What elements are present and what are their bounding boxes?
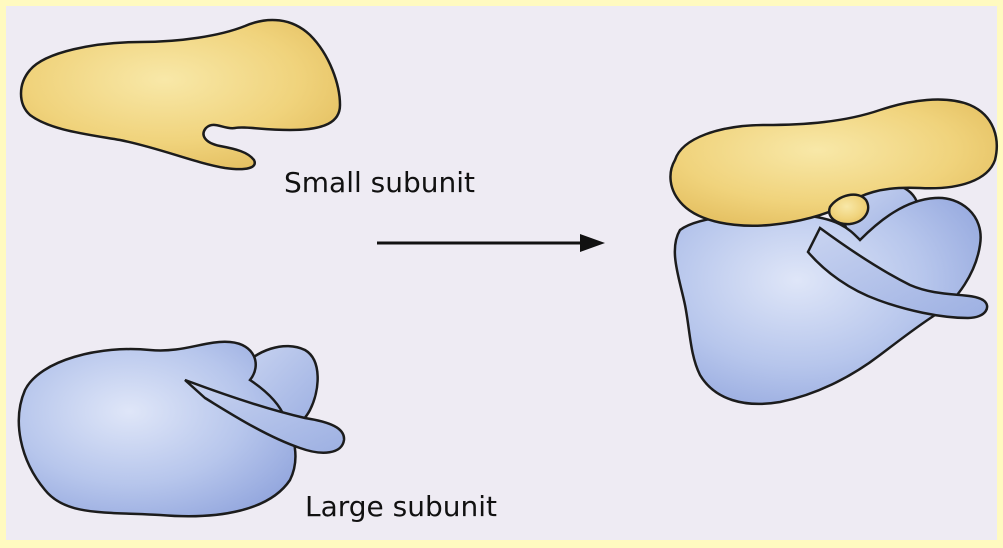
small-subunit-shape [19, 18, 342, 171]
assembled-small-lobe [827, 193, 870, 226]
large-subunit-arm [184, 378, 346, 454]
assembled-small-subunit [669, 98, 998, 227]
large-subunit-body [17, 340, 297, 518]
assembly-arrow-head [580, 234, 605, 252]
assembled-large-arm [806, 226, 989, 320]
large-subunit-label: Large subunit [305, 490, 498, 523]
small-subunit-label: Small subunit [284, 166, 476, 199]
